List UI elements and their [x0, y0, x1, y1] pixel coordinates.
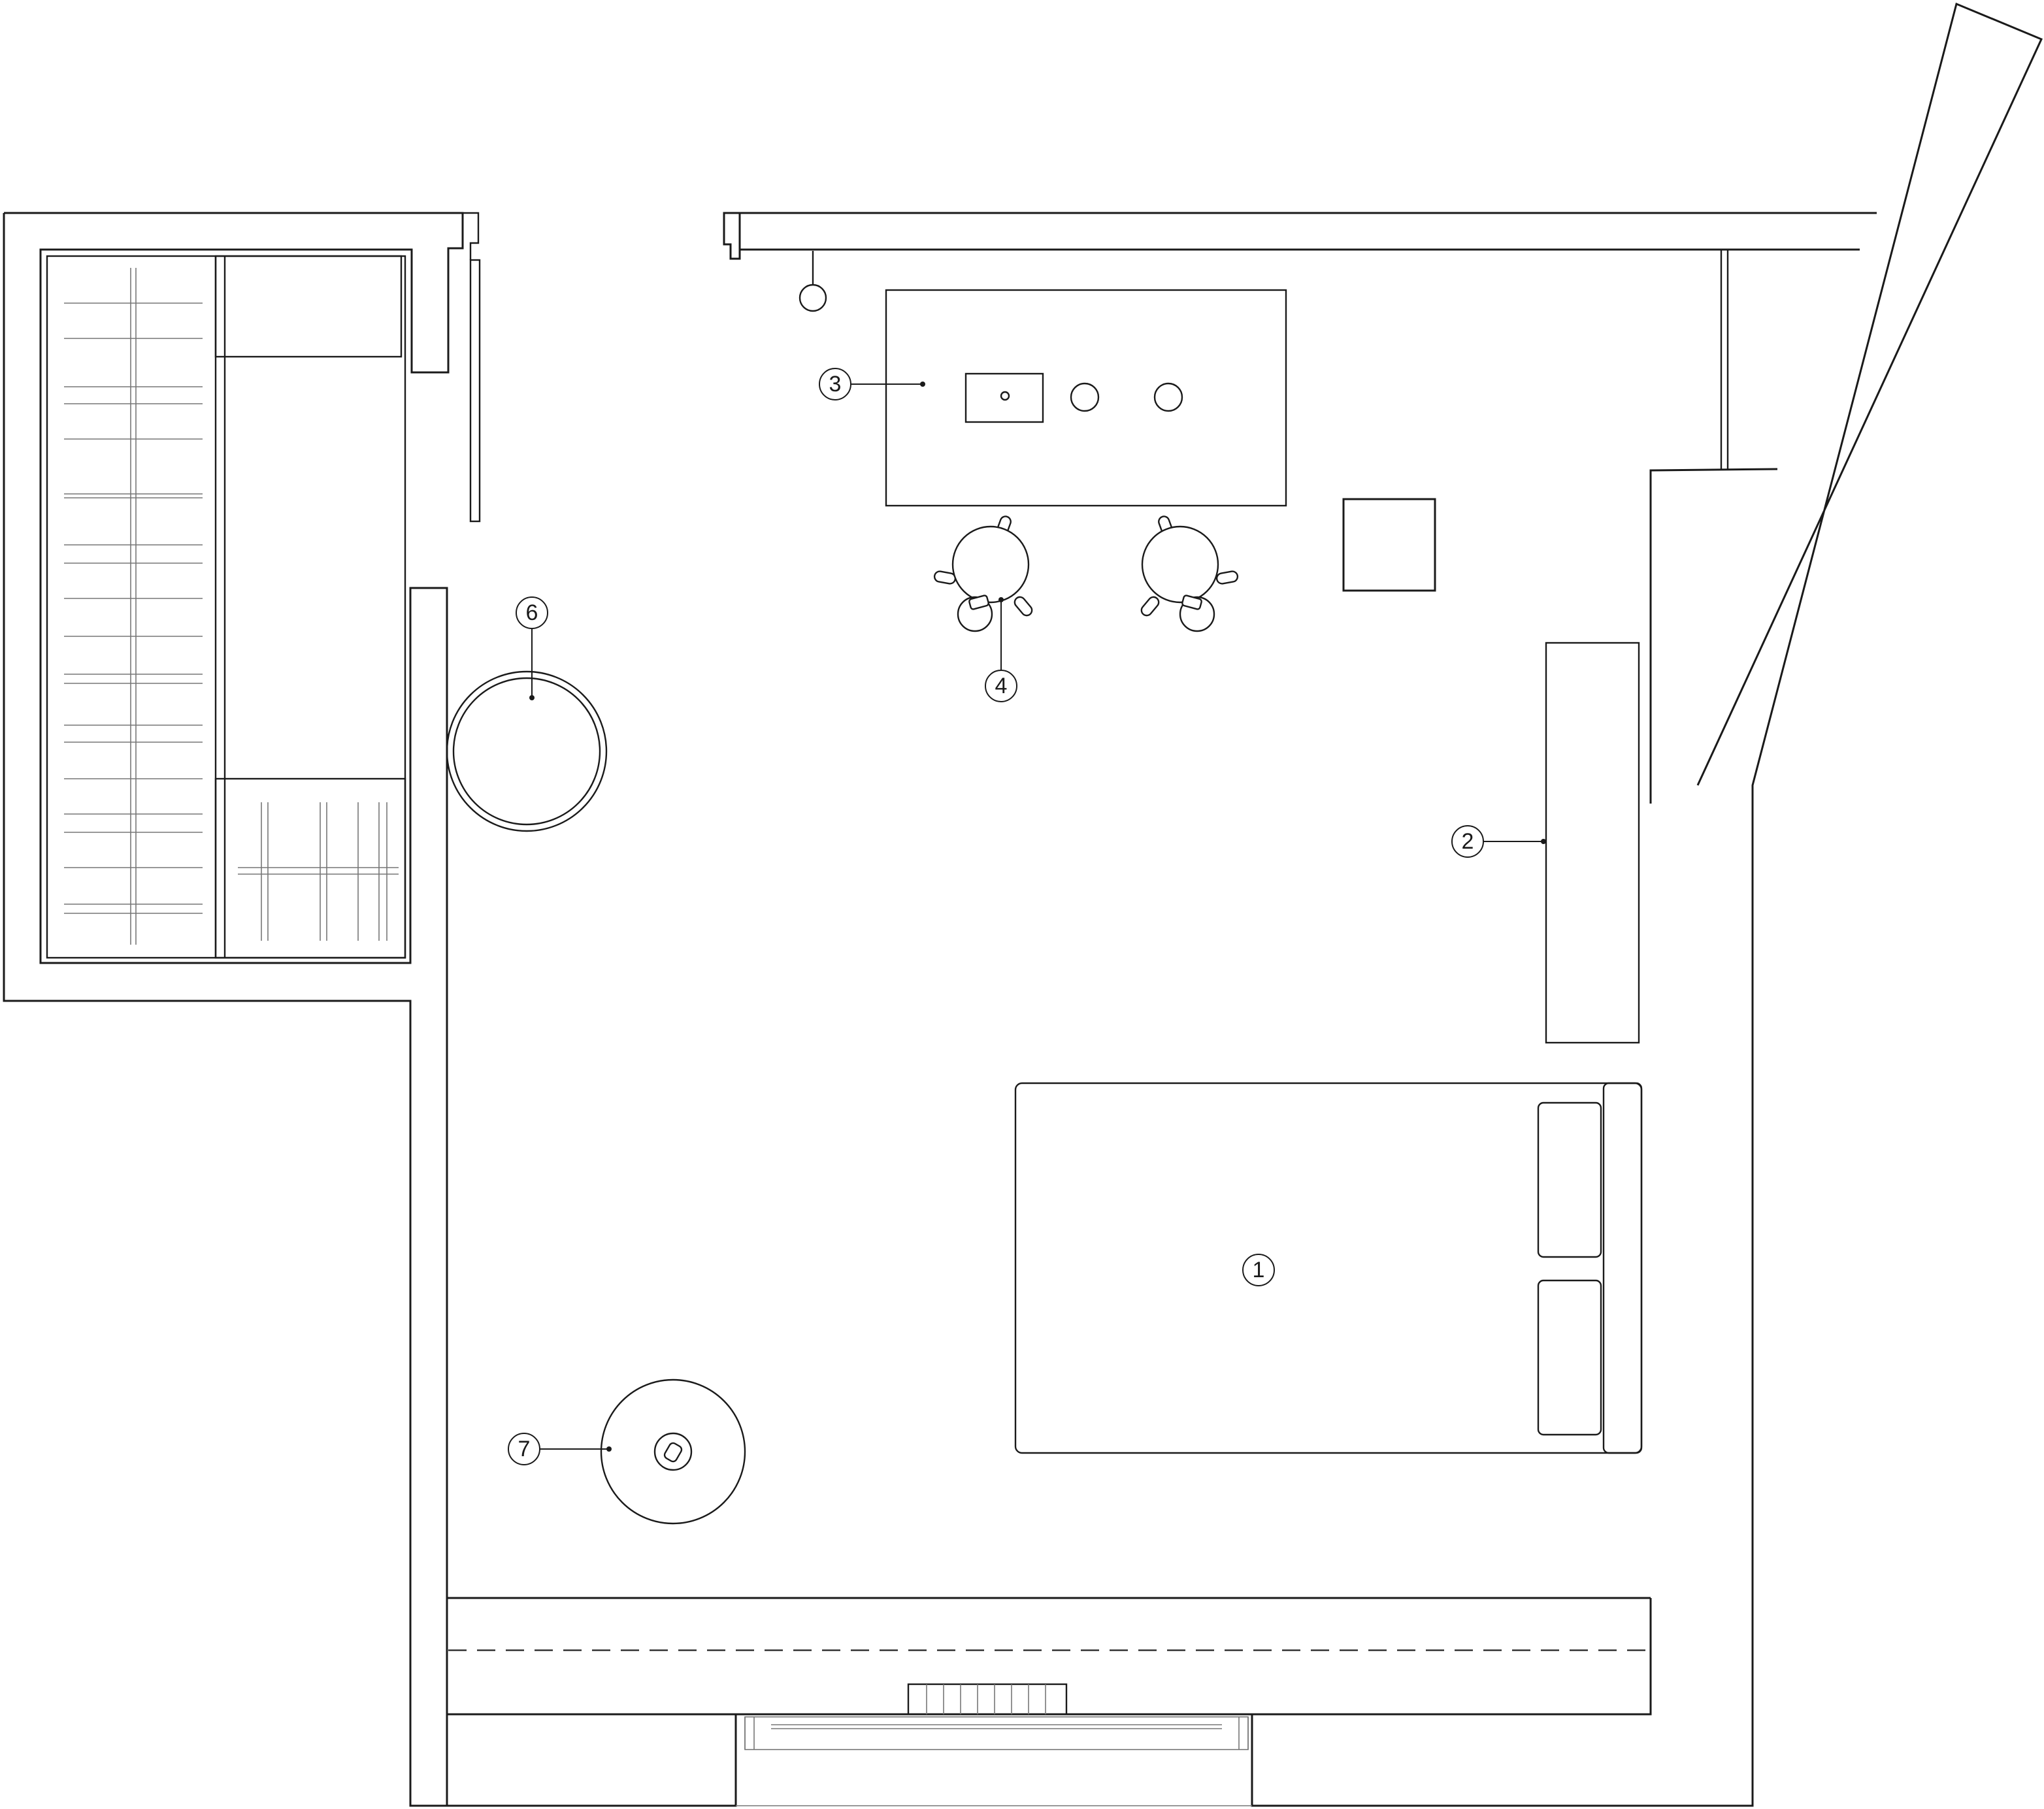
window-frame — [744, 1716, 1249, 1750]
pendant-lamp — [799, 251, 827, 312]
pillow-2 — [1537, 1279, 1602, 1436]
bar-stool-1 — [933, 515, 1033, 632]
radiator — [907, 1683, 1068, 1716]
label-6: 6 — [526, 600, 538, 625]
label-3: 3 — [829, 372, 842, 397]
shelf-lines — [64, 268, 399, 945]
closet-lower-cabinet — [214, 777, 406, 959]
headboard — [1602, 1082, 1643, 1454]
sliding-door — [469, 259, 481, 523]
callout-4: 4 — [985, 597, 1017, 702]
bar-stool-2 — [1140, 515, 1239, 632]
callout-6: 6 — [516, 596, 548, 700]
top-wall — [723, 212, 1877, 804]
closet-room — [3, 2, 2043, 1807]
outer-wall-left — [3, 213, 736, 1807]
callout-7: 7 — [508, 1433, 612, 1465]
floor-lamp — [600, 1378, 746, 1525]
label-1: 1 — [1253, 1258, 1265, 1282]
side-table — [1342, 498, 1436, 592]
closet-outer-wall — [4, 2, 2043, 1807]
sink — [964, 372, 1044, 423]
round-rug — [446, 670, 608, 832]
door-jamb — [463, 212, 480, 260]
closet-upper-cabinet — [214, 255, 403, 358]
label-2: 2 — [1462, 829, 1474, 854]
callout-1: 1 — [1242, 1254, 1275, 1286]
bed — [1014, 1082, 1643, 1454]
closet-inner-frame — [46, 255, 406, 959]
callout-2: 2 — [1451, 825, 1546, 858]
callout-3: 3 — [819, 368, 925, 400]
sideboard — [1545, 642, 1640, 1044]
faucet-icon — [1000, 391, 1010, 401]
window-zone — [446, 1597, 1652, 1806]
hob-burner-2 — [1153, 382, 1183, 412]
kitchen-island — [885, 289, 1287, 507]
label-4: 4 — [995, 674, 1008, 698]
hob-burner-1 — [1070, 382, 1100, 412]
pillow-1 — [1537, 1101, 1602, 1258]
label-7: 7 — [518, 1437, 531, 1461]
